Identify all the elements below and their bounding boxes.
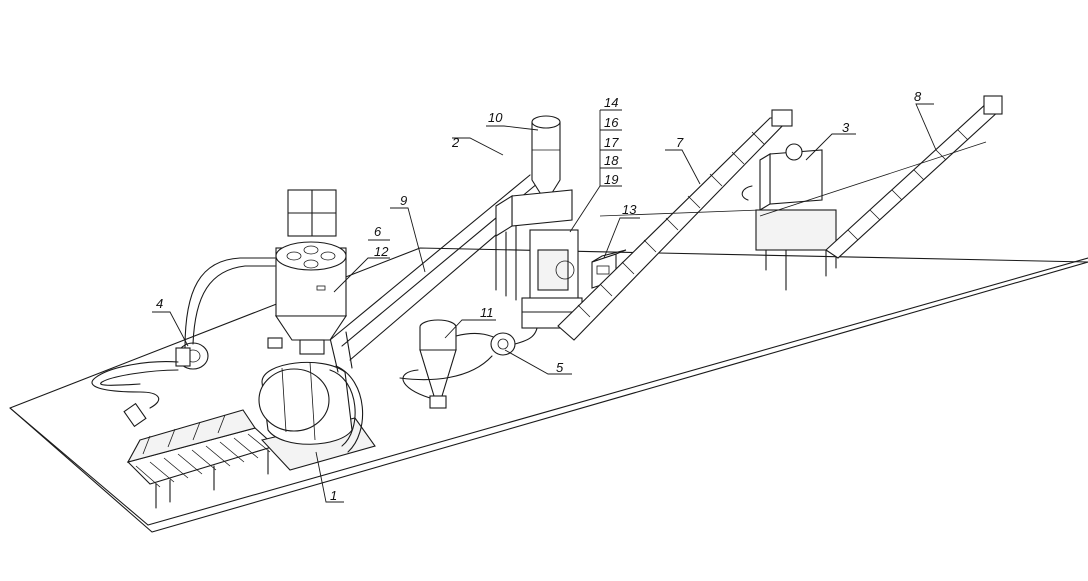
callout-leaders — [152, 103, 937, 503]
mixer-hopper-6 — [267, 189, 348, 355]
callout-19: 19 — [604, 172, 618, 187]
conveyor-7 — [557, 109, 793, 341]
callout-8: 8 — [914, 89, 922, 104]
callout-4: 4 — [156, 296, 163, 311]
callout-5: 5 — [556, 360, 564, 375]
roller-conveyor — [126, 409, 277, 509]
callout-6: 6 — [374, 224, 382, 239]
press-3 — [741, 143, 837, 291]
blower-5 — [399, 319, 539, 381]
callout-13: 13 — [622, 202, 637, 217]
blower-4 — [91, 257, 276, 428]
callout-1: 1 — [330, 488, 337, 503]
callout-11: 11 — [480, 305, 494, 320]
callout-12: 12 — [374, 244, 389, 259]
callout-18: 18 — [604, 153, 619, 168]
callout-17: 17 — [604, 135, 619, 150]
callout-10: 10 — [488, 110, 503, 125]
conveyor-8 — [599, 95, 1003, 259]
callout-2: 2 — [451, 135, 460, 150]
callout-9: 9 — [400, 193, 407, 208]
callout-14: 14 — [604, 95, 618, 110]
granulator-1 — [258, 331, 376, 471]
cyclone-11 — [402, 319, 501, 409]
callout-3: 3 — [842, 120, 850, 135]
callout-labels: 1 2 3 4 5 6 7 8 9 10 11 12 13 14 16 17 1… — [156, 89, 922, 503]
callout-16: 16 — [604, 115, 619, 130]
dryer-unit-2 — [495, 115, 583, 329]
callout-7: 7 — [676, 135, 684, 150]
